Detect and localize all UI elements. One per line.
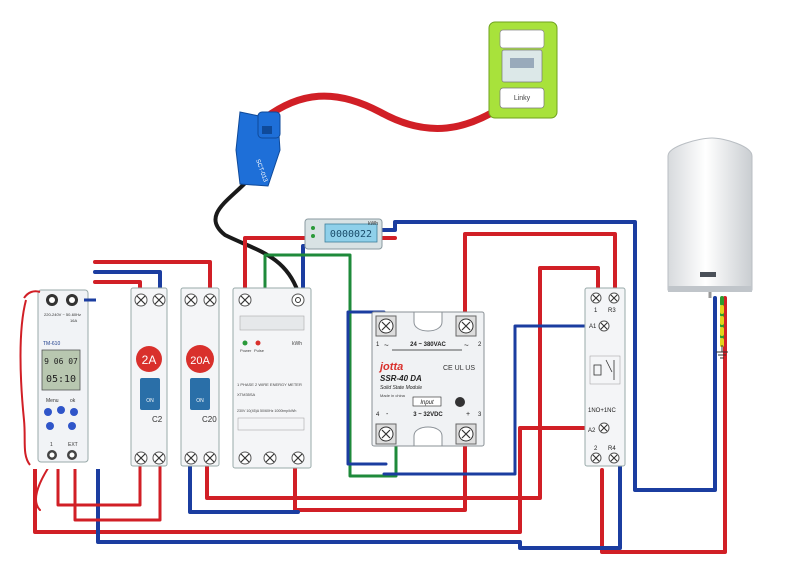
ssr-t2: 2 bbox=[478, 342, 482, 348]
clamp-cable-black bbox=[213, 178, 300, 294]
timer-brand: TM-610 bbox=[43, 341, 60, 347]
water-heater bbox=[667, 137, 753, 359]
meter-neutral-top bbox=[301, 244, 307, 294]
timer-menu-label: Menu bbox=[46, 398, 59, 404]
timer-rating1: 220-240V ~ 50-60Hz bbox=[44, 312, 81, 317]
ssr-t4: 4 bbox=[376, 412, 380, 418]
feed-neutral-top bbox=[93, 270, 162, 294]
timer-button-4[interactable] bbox=[46, 422, 54, 430]
ssr-plus bbox=[293, 438, 467, 512]
ssr-subtitle: Solid State Module bbox=[380, 385, 422, 391]
meter-pulse-label: Pulse bbox=[254, 348, 265, 353]
breaker-2a-on: ON bbox=[146, 398, 154, 404]
clamp-cable-red bbox=[261, 92, 504, 132]
breakers-live-bottom bbox=[56, 460, 142, 507]
ssr-made: Made in china bbox=[380, 393, 406, 398]
breaker-2a-rating: 2A bbox=[142, 353, 157, 367]
meter-specs: 230V 10(45)A 50/60Hz 1000imp/kWh bbox=[237, 409, 296, 413]
relay-r3: R3 bbox=[608, 308, 616, 314]
contactor-relay: 1 R3 A1 1NO+1NC A2 2 R4 bbox=[584, 287, 626, 467]
timer-terminal-1: 1 bbox=[50, 442, 53, 448]
solid-state-relay: 1 ~ 24 ~ 380VAC ~ 2 jotta CE UL US SSR-4… bbox=[371, 311, 485, 447]
ssr-t3: 3 bbox=[478, 412, 482, 418]
ssr-voltage-ac: 24 ~ 380VAC bbox=[410, 342, 446, 348]
breaker-20a-on: ON bbox=[196, 398, 204, 404]
ssr-input-label: Input bbox=[420, 400, 434, 406]
relay-a1: A1 bbox=[589, 324, 597, 330]
wires bbox=[33, 92, 727, 554]
meter-power-label: Power bbox=[240, 348, 252, 353]
timer-tm610: 220-240V ~ 50-60Hz 16A TM-610 9 06 07 05… bbox=[4, 285, 130, 469]
feed-live-top bbox=[93, 260, 212, 294]
timer-bottom-red bbox=[34, 461, 53, 511]
timer-button-5[interactable] bbox=[68, 422, 76, 430]
relay-r4-red bbox=[600, 296, 727, 554]
relay-live-to-heater bbox=[205, 266, 600, 500]
meter-kwh-label: kWh bbox=[292, 341, 302, 347]
meter-signal-green bbox=[263, 253, 398, 478]
relay-a2: A2 bbox=[588, 428, 596, 434]
kwh-display-unit: kWh bbox=[368, 221, 378, 227]
timer-button-3[interactable] bbox=[70, 408, 78, 416]
ssr-voltage-dc: 3 ~ 32VDC bbox=[413, 412, 443, 418]
timer-button-1[interactable] bbox=[44, 408, 52, 416]
breaker-20a-rating: 20A bbox=[190, 355, 210, 367]
ssr-t1: 1 bbox=[376, 342, 380, 348]
relay-a2-red bbox=[33, 426, 604, 534]
ssr-brand: jotta bbox=[378, 361, 403, 373]
ssr-plus: + bbox=[466, 411, 470, 418]
ssr-neutral-loop bbox=[346, 310, 388, 466]
timer-ok-label: ok bbox=[70, 398, 76, 404]
meter-line1: 1 PHASE 2 WIRE ENERGY METER bbox=[237, 382, 302, 387]
kwh-display-value: 0000022 bbox=[330, 229, 372, 240]
linky-meter: Linky bbox=[488, 21, 558, 119]
meter-neutral-right bbox=[378, 220, 717, 492]
timer-lcd-line2: 05:10 bbox=[46, 374, 76, 385]
breaker-2a: 2A ON C2 bbox=[130, 287, 168, 467]
relay-r4: R4 bbox=[608, 446, 616, 452]
timer-rating2: 16A bbox=[70, 318, 77, 323]
relay-a1-blue bbox=[382, 324, 602, 476]
ssr-cert: CE UL US bbox=[443, 365, 475, 372]
breaker-2a-code: C2 bbox=[152, 415, 163, 424]
breaker-2a-toggle[interactable] bbox=[140, 378, 160, 410]
linky-label: Linky bbox=[514, 95, 531, 102]
ssr-tilde-left: ~ bbox=[384, 341, 389, 350]
breakers-neutral-bottom bbox=[188, 460, 300, 514]
ssr-live-to-relay bbox=[463, 232, 617, 314]
meter-model: XTM35SA bbox=[237, 392, 256, 397]
ssr-tilde-right: ~ bbox=[464, 341, 469, 350]
current-clamp: SCT-013 bbox=[235, 111, 281, 187]
timer-lcd-line1: 9 06 07 bbox=[44, 357, 78, 366]
relay-contacts: 1NO+1NC bbox=[588, 408, 617, 414]
relay-t1: 1 bbox=[594, 308, 598, 314]
breaker-20a: 20A ON C20 bbox=[180, 287, 220, 467]
energy-meter: Power Pulse kWh 1 PHASE 2 WIRE ENERGY ME… bbox=[232, 287, 312, 469]
timer-terminal-ext: EXT bbox=[68, 442, 78, 448]
timer-button-2[interactable] bbox=[57, 406, 65, 414]
ssr-model: SSR-40 DA bbox=[380, 374, 422, 383]
breaker-20a-toggle[interactable] bbox=[190, 378, 210, 410]
kwh-display-module: 0000022 kWh bbox=[304, 218, 383, 250]
relay-t2: 2 bbox=[594, 446, 598, 452]
breaker-20a-code: C20 bbox=[202, 415, 217, 424]
ssr-minus: - bbox=[386, 411, 389, 418]
breaker-live-bottom-2 bbox=[73, 460, 162, 522]
